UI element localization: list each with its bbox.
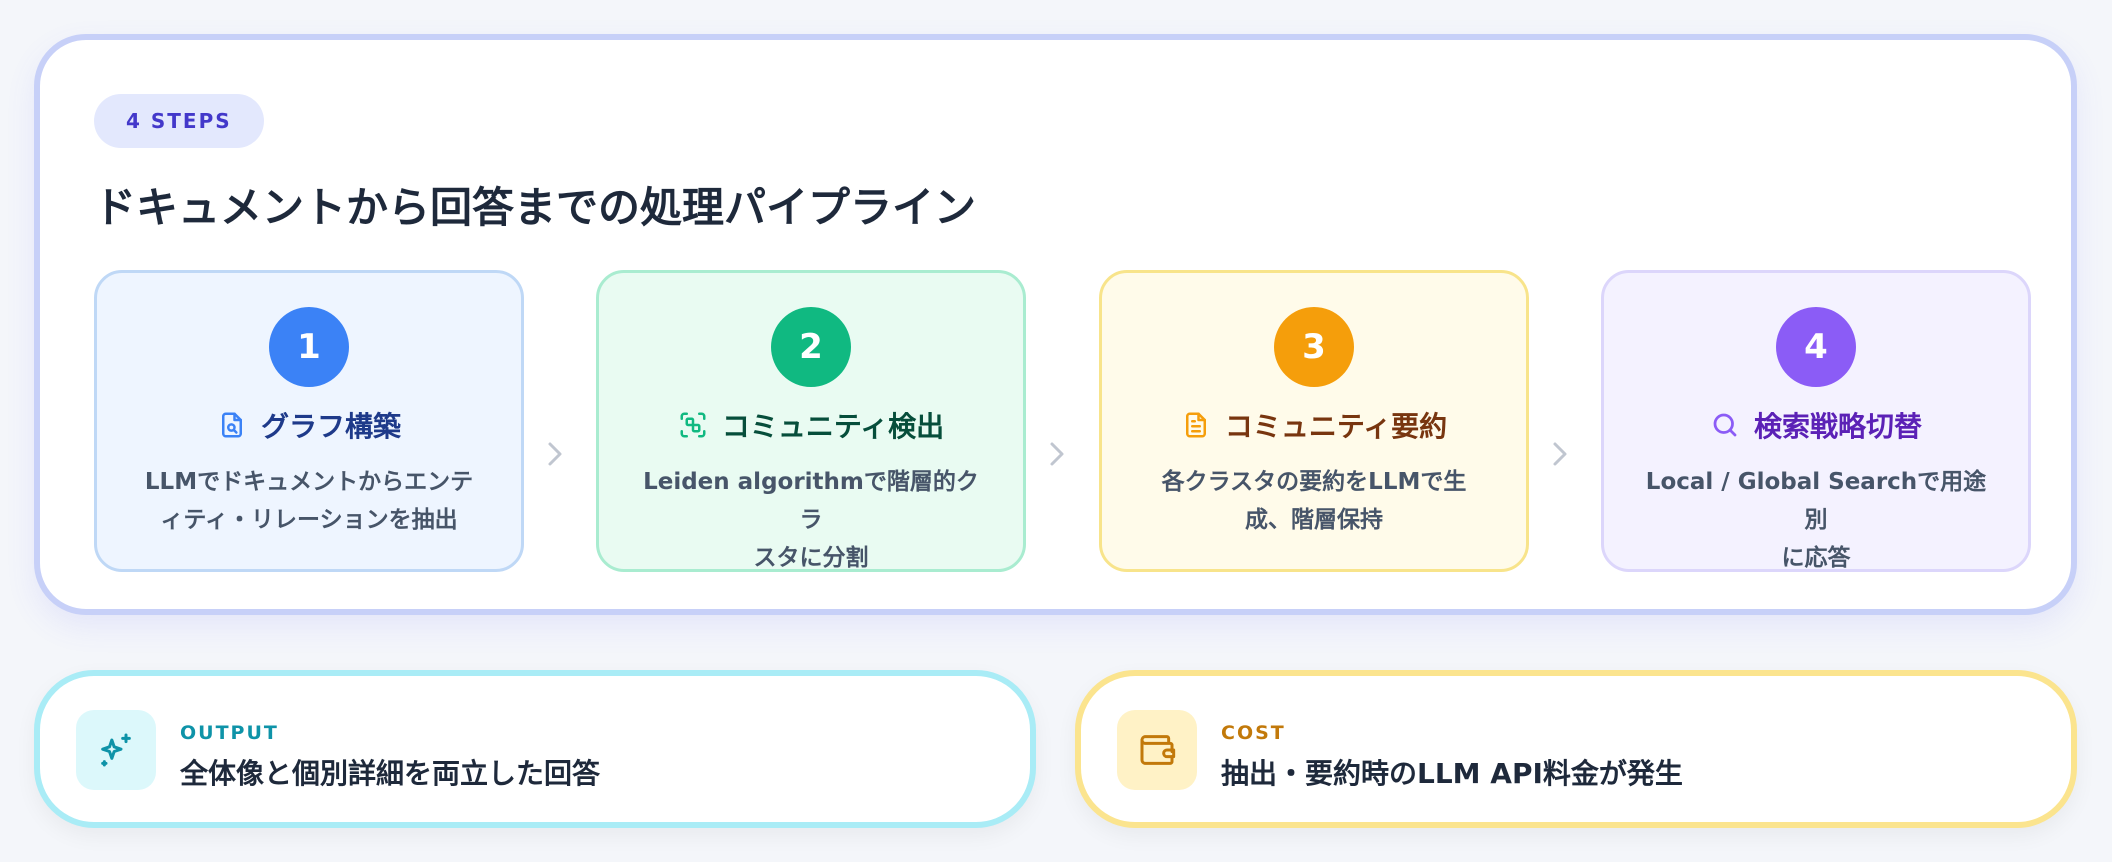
step-title: グラフ構築 bbox=[260, 410, 401, 443]
step-card-search-strategy: 4 検索戦略切替 Local / Global Searchで用途別 に応答 bbox=[1601, 270, 2031, 572]
cost-card: COST 抽出・要約時のLLM API料金が発生 bbox=[1075, 670, 2077, 828]
step-number-badge: 2 bbox=[771, 307, 851, 387]
search-icon bbox=[1713, 413, 1737, 437]
page-title: ドキュメントから回答までの処理パイプライン bbox=[94, 183, 977, 232]
cost-text: 抽出・要約時のLLM API料金が発生 bbox=[1221, 757, 1683, 790]
step-description: Local / Global Searchで用途別 に応答 bbox=[1645, 469, 1987, 571]
step-card-graph-build: 1 グラフ構築 LLMでドキュメントからエンテ ィティ・リレーションを抽出 bbox=[94, 270, 524, 572]
step-number-badge: 4 bbox=[1776, 307, 1856, 387]
step-description: Leiden algorithmで階層的クラ スタに分割 bbox=[643, 469, 979, 571]
cost-label: COST bbox=[1221, 722, 1286, 744]
step-card-community-detection: 2 コミュニティ検出 Leiden algorithmで階層的クラ スタに分割 bbox=[596, 270, 1026, 572]
step-title: コミュニティ要約 bbox=[1224, 410, 1448, 443]
step-title: 検索戦略切替 bbox=[1753, 410, 1922, 443]
step-description: 各クラスタの要約をLLMで生 成、階層保持 bbox=[1161, 469, 1467, 533]
step-number-badge: 1 bbox=[269, 307, 349, 387]
step-title: コミュニティ検出 bbox=[721, 410, 945, 443]
sparkles-icon bbox=[101, 733, 131, 767]
step-description: LLMでドキュメントからエンテ ィティ・リレーションを抽出 bbox=[144, 469, 474, 533]
cluster-scan-icon bbox=[680, 412, 706, 438]
document-search-icon bbox=[221, 412, 242, 438]
chevron-right-icon bbox=[548, 442, 562, 466]
chevron-right-icon bbox=[1050, 442, 1064, 466]
wallet-icon bbox=[1140, 735, 1176, 765]
step-card-community-summary: 3 コミュニティ要約 各クラスタの要約をLLMで生 成、階層保持 bbox=[1099, 270, 1529, 572]
output-card: OUTPUT 全体像と個別詳細を両立した回答 bbox=[34, 670, 1036, 828]
output-label: OUTPUT bbox=[180, 722, 279, 744]
steps-badge: 4 STEPS bbox=[94, 94, 264, 148]
pipeline-card: 4 STEPS ドキュメントから回答までの処理パイプライン 1 グラフ構築 LL… bbox=[34, 34, 2077, 615]
output-text: 全体像と個別詳細を両立した回答 bbox=[180, 757, 601, 790]
chevron-right-icon bbox=[1553, 442, 1567, 466]
step-number-badge: 3 bbox=[1274, 307, 1354, 387]
document-text-icon bbox=[1185, 412, 1206, 438]
